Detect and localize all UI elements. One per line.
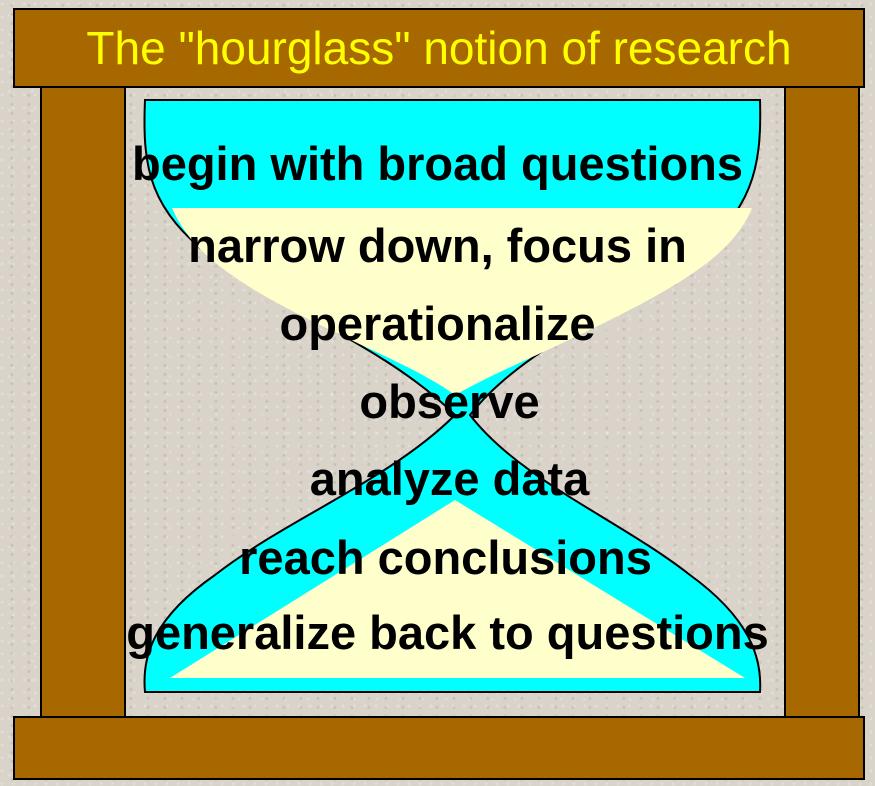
step-analyze-data: analyze data xyxy=(309,452,590,505)
top-frame-bar xyxy=(13,8,865,88)
upper-sand xyxy=(172,208,752,395)
step-broad-questions: begin with broad questions xyxy=(132,137,743,190)
step-reach-conclusions: reach conclusions xyxy=(239,531,652,584)
right-frame-post xyxy=(784,86,860,718)
lower-sand xyxy=(170,500,745,678)
step-observe: observe xyxy=(359,375,540,428)
bottom-frame-bar xyxy=(13,716,865,780)
diagram-title: The "hourglass" notion of research xyxy=(86,22,792,74)
step-operationalize: operationalize xyxy=(279,297,596,350)
left-frame-post xyxy=(40,86,126,718)
step-narrow-down: narrow down, focus in xyxy=(188,219,687,272)
step-generalize: generalize back to questions xyxy=(126,606,769,659)
